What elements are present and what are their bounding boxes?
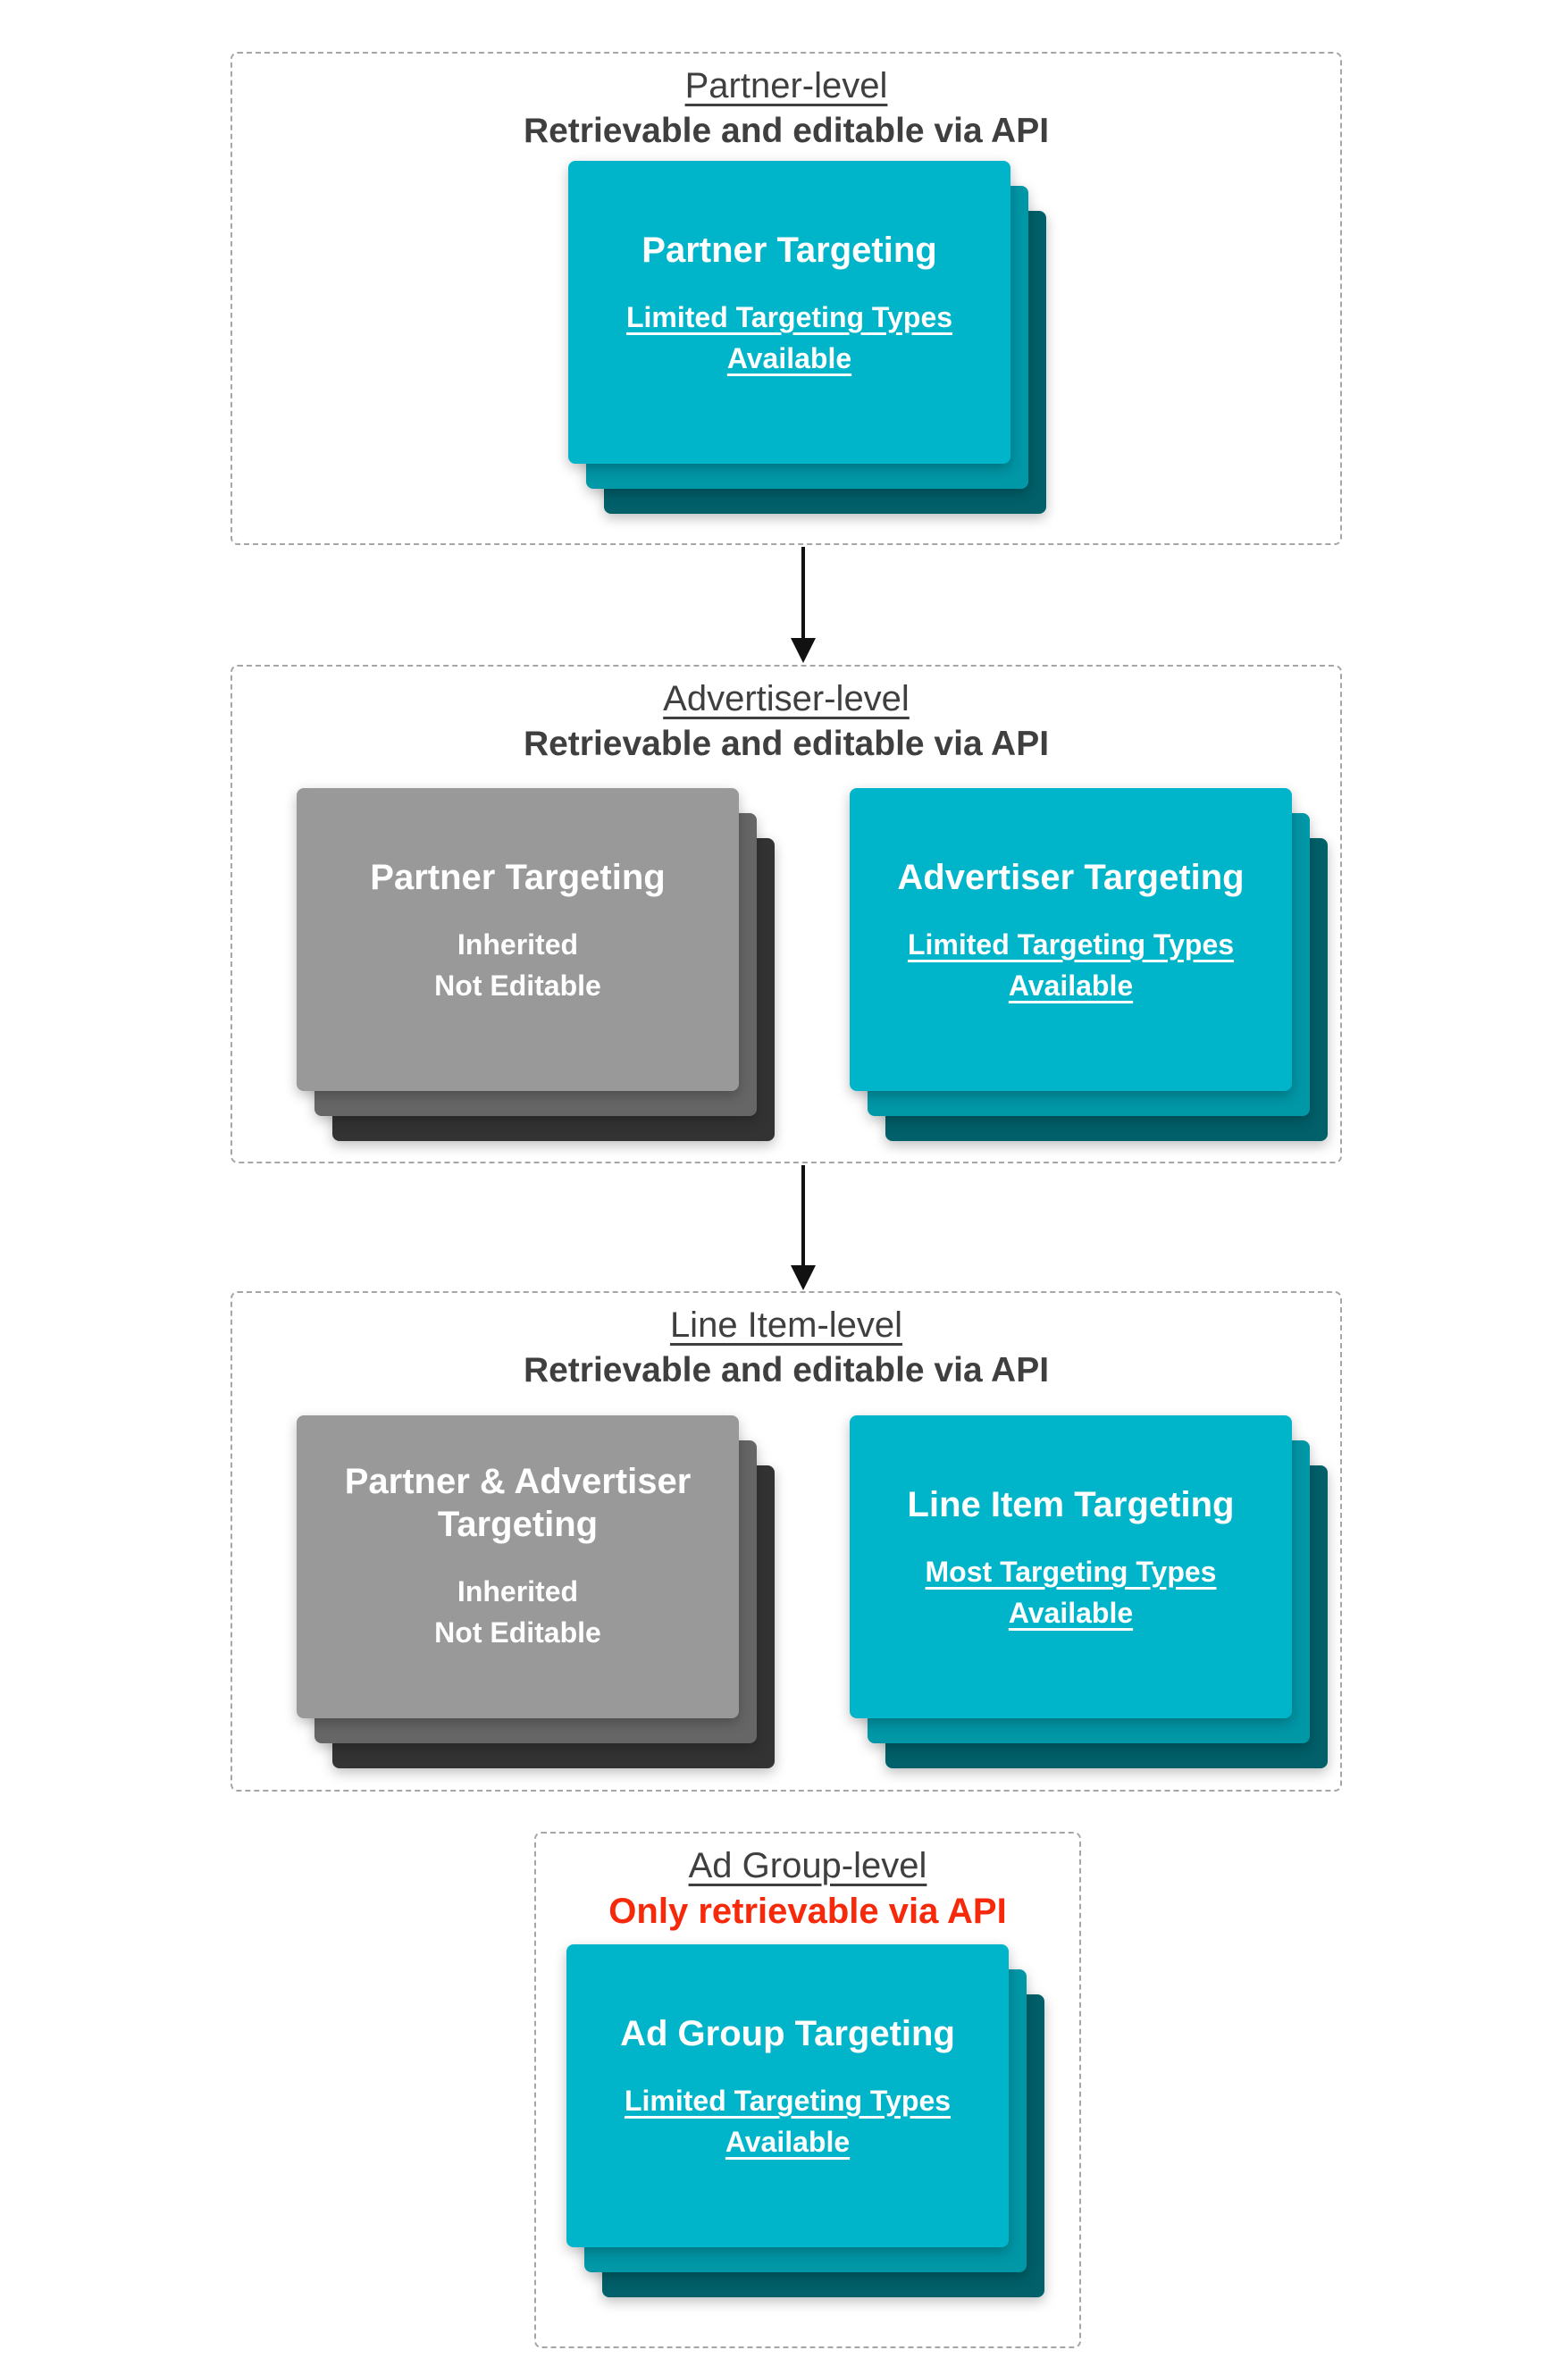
line-item-level-title: Line Item-level [232, 1304, 1340, 1347]
card-subtext: Most Targeting Types Available [925, 1556, 1217, 1629]
partner-level-title-text: Partner-level [684, 66, 888, 105]
ad-group-level-subtitle: Only retrievable via API [608, 1892, 1007, 1931]
down-arrow-icon [787, 547, 819, 663]
arrow-head [791, 638, 816, 663]
partner-targeting-card: Partner Targeting Limited Targeting Type… [568, 161, 1010, 464]
ad-group-level-title: Ad Group-level [536, 1844, 1079, 1887]
line-item-level-subtitle: Retrievable and editable via API [523, 1351, 1050, 1389]
card-subtext: Inherited Not Editable [434, 1575, 601, 1649]
card-subtext: Limited Targeting Types Available [907, 928, 1235, 1002]
arrow-shaft [801, 547, 805, 643]
advertiser-level-title-text: Advertiser-level [663, 679, 910, 718]
advertiser-level-subtitle: Retrievable and editable via API [523, 725, 1050, 763]
down-arrow-icon [787, 1165, 819, 1290]
arrow-head [791, 1265, 816, 1290]
advertiser-targeting-stack: Advertiser Targeting Limited Targeting T… [850, 788, 1328, 1141]
line-item-targeting-card: Line Item Targeting Most Targeting Types… [850, 1415, 1292, 1718]
card-heading: Partner Targeting [641, 231, 937, 270]
inherited-partner-advertiser-targeting-stack: Partner & Advertiser Targeting Inherited… [297, 1415, 775, 1768]
inherited-partner-advertiser-targeting-card: Partner & Advertiser Targeting Inherited… [297, 1415, 739, 1718]
ad-group-level-title-text: Ad Group-level [688, 1846, 927, 1885]
card-subtext: Limited Targeting Types Available [624, 2085, 952, 2158]
card-heading: Advertiser Targeting [897, 858, 1245, 897]
partner-targeting-stack: Partner Targeting Limited Targeting Type… [568, 161, 1046, 514]
ad-group-targeting-card: Ad Group Targeting Limited Targeting Typ… [566, 1944, 1009, 2247]
line-item-targeting-stack: Line Item Targeting Most Targeting Types… [850, 1415, 1328, 1768]
advertiser-level-title: Advertiser-level [232, 677, 1340, 720]
card-heading: Partner & Advertiser Targeting [344, 1462, 692, 1544]
partner-level-section: Partner-level Retrievable and editable v… [231, 52, 1342, 545]
arrow-shaft [801, 1165, 805, 1271]
advertiser-level-section: Advertiser-level Retrievable and editabl… [231, 665, 1342, 1163]
card-subtext: Inherited Not Editable [434, 928, 601, 1002]
card-subtext: Limited Targeting Types Available [625, 301, 953, 374]
card-heading: Ad Group Targeting [620, 2014, 955, 2053]
line-item-level-title-text: Line Item-level [669, 1305, 903, 1345]
card-heading: Line Item Targeting [907, 1485, 1235, 1524]
ad-group-targeting-stack: Ad Group Targeting Limited Targeting Typ… [566, 1944, 1044, 2297]
advertiser-targeting-card: Advertiser Targeting Limited Targeting T… [850, 788, 1292, 1091]
card-heading: Partner Targeting [370, 858, 666, 897]
partner-level-title: Partner-level [232, 64, 1340, 107]
inherited-partner-targeting-card: Partner Targeting Inherited Not Editable [297, 788, 739, 1091]
line-item-level-section: Line Item-level Retrievable and editable… [231, 1291, 1342, 1792]
partner-level-subtitle: Retrievable and editable via API [523, 112, 1050, 150]
ad-group-level-section: Ad Group-level Only retrievable via API [534, 1832, 1081, 2348]
inherited-partner-targeting-stack: Partner Targeting Inherited Not Editable [297, 788, 775, 1141]
